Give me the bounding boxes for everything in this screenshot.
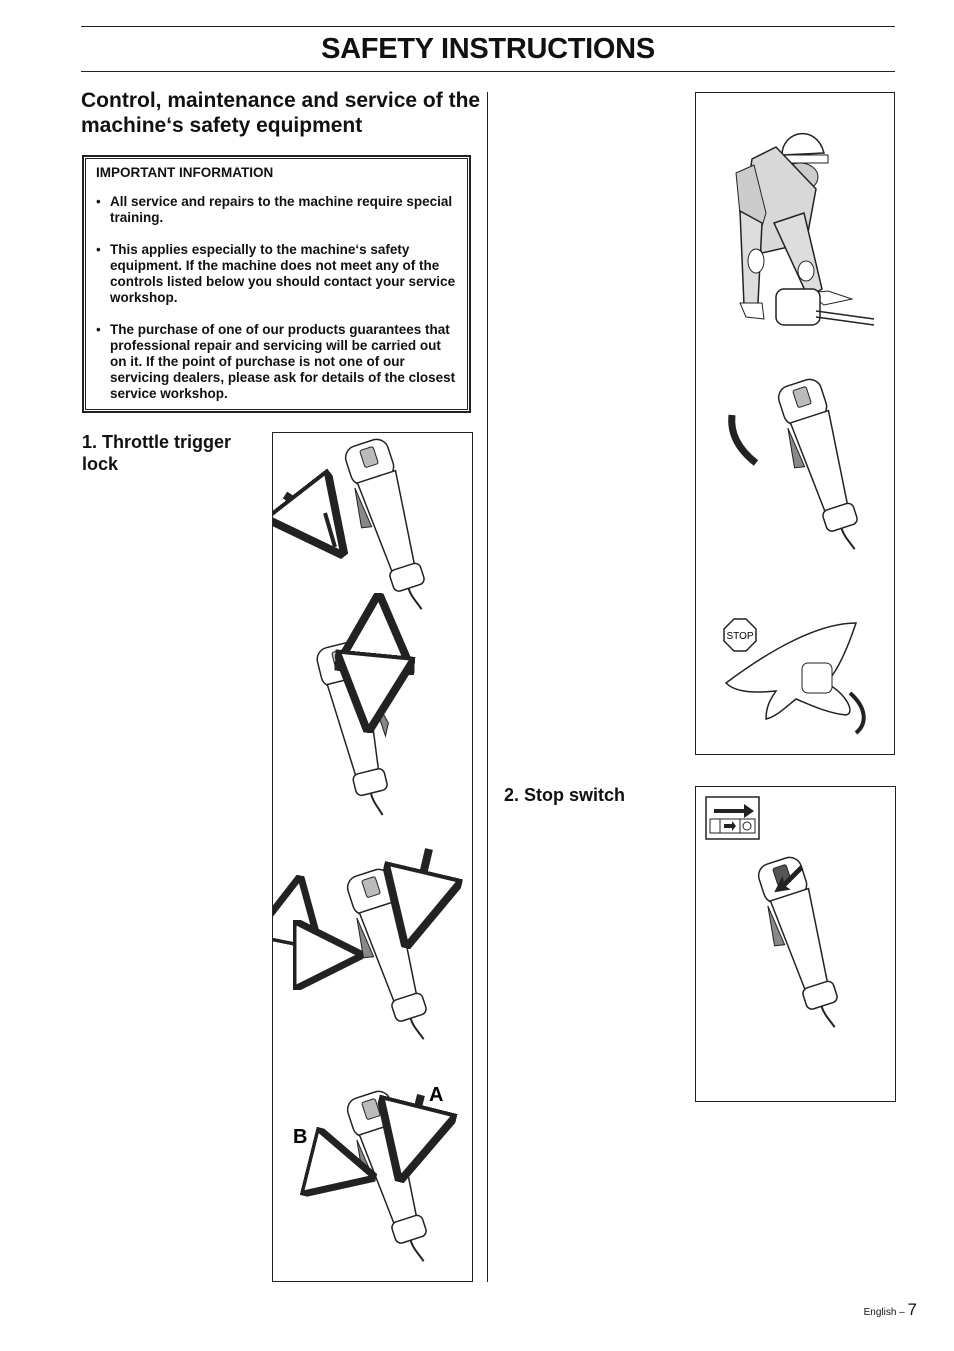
info-item: • This applies especially to the machine‘… — [96, 242, 459, 306]
handle-drawing — [346, 1090, 427, 1262]
title-underline — [81, 71, 895, 72]
handle-drawing — [757, 856, 838, 1028]
handle-drawing — [316, 641, 389, 816]
important-info-list: • All service and repairs to the machine … — [96, 194, 459, 402]
bullet-icon: • — [96, 194, 101, 209]
operator-illustration: STOP — [723, 133, 875, 735]
stop-sign-text: STOP — [726, 631, 753, 642]
label-a: A — [429, 1084, 443, 1106]
throttle-lock-heading: 1. Throttle trigger lock — [82, 432, 232, 474]
handle-drawing — [344, 438, 425, 610]
top-rule — [81, 26, 895, 27]
footer-language: English – — [863, 1307, 905, 1318]
page-footer: English – 7 — [864, 1300, 917, 1320]
important-info-heading: IMPORTANT INFORMATION — [96, 165, 274, 180]
throttle-lock-figure: A B — [272, 432, 473, 1282]
page-title: SAFETY INSTRUCTIONS — [321, 33, 655, 65]
throttle-lock-illustration: A B — [273, 438, 474, 1262]
section-heading: Control, maintenance and service of the … — [81, 89, 481, 137]
info-item-text: This applies especially to the machine‘s… — [110, 242, 456, 305]
stop-switch-figure — [695, 786, 896, 1102]
arrow-icon — [774, 865, 804, 893]
stop-switch-illustration — [705, 796, 838, 1028]
important-info-box: IMPORTANT INFORMATION • All service and r… — [82, 155, 471, 413]
page-number: 7 — [907, 1300, 917, 1319]
info-item-text: All service and repairs to the machine r… — [110, 194, 453, 225]
info-item-text: The purchase of one of our products guar… — [110, 322, 456, 401]
info-item: • The purchase of one of our products gua… — [96, 322, 459, 402]
handle-drawing — [346, 868, 427, 1040]
bullet-icon: • — [96, 322, 101, 337]
bullet-icon: • — [96, 242, 101, 257]
operator-figure: STOP — [695, 92, 895, 755]
info-item: • All service and repairs to the machine … — [96, 194, 459, 226]
handle-drawing — [777, 378, 858, 550]
column-divider — [487, 92, 488, 1282]
stop-switch-heading: 2. Stop switch — [504, 785, 626, 805]
label-b: B — [293, 1126, 307, 1148]
